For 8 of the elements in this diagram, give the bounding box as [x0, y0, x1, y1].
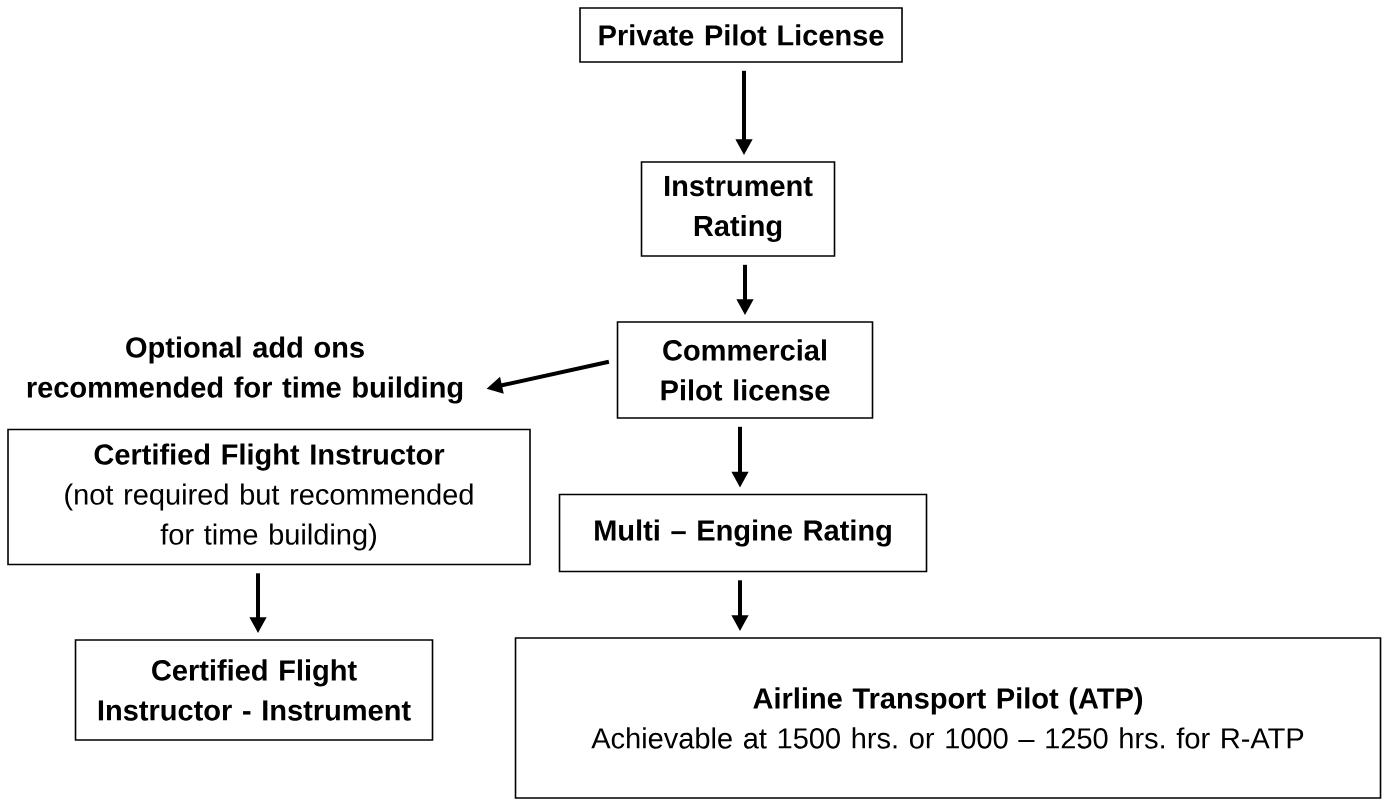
process-box: Instrument Rating — [640, 161, 836, 257]
note-text: Optional add ons recommended for time building — [27, 336, 463, 404]
process-box: Airline Transport Pilot (ATP) Achievable at 1500 hrs. or 1000 – 1250 hrs. for R-ATP — [514, 637, 1382, 799]
process-box: Certified Flight Instructor (not required but recommended for time building) — [7, 428, 531, 566]
process-box: Multi – Engine Rating — [558, 493, 928, 573]
process-box: Commercial Pilot license — [616, 321, 874, 419]
process-box: Certified Flight Instructor - Instrument — [74, 639, 434, 741]
process-box: Private Pilot License — [579, 7, 903, 63]
